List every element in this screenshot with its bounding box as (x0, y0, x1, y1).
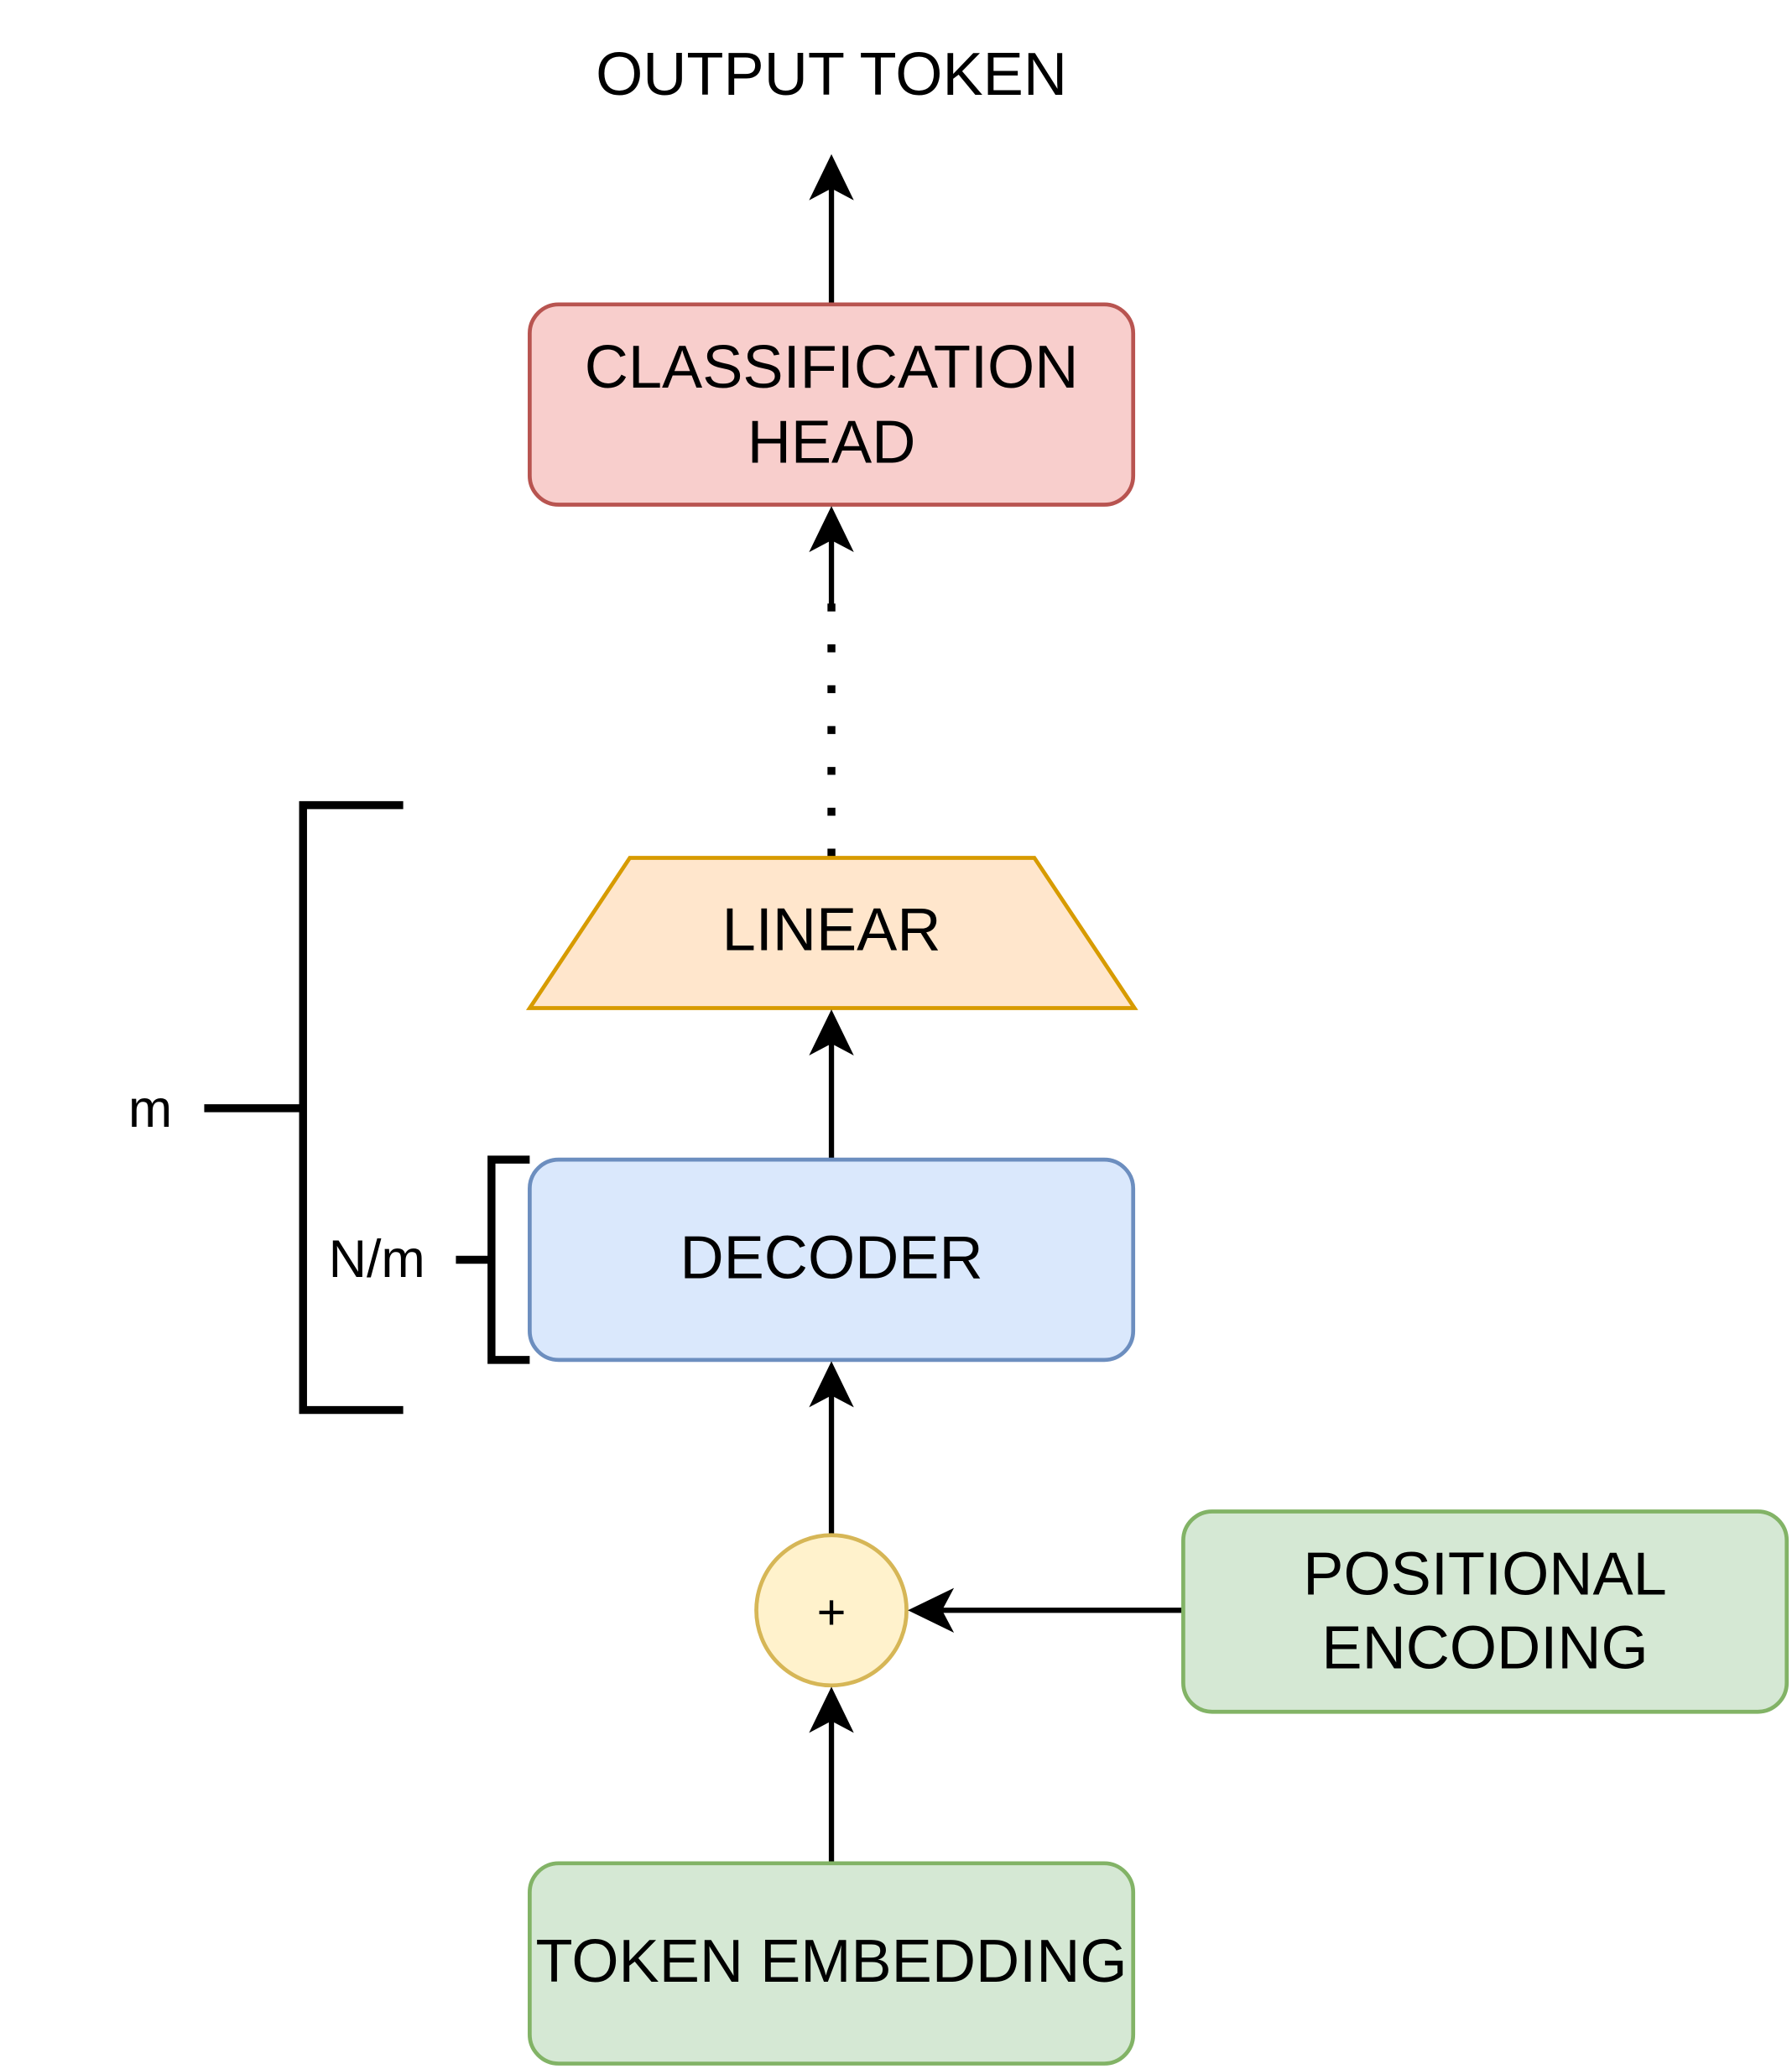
arrow-linear-to-head-dotted (809, 506, 854, 857)
decoder-label: DECODER (680, 1224, 982, 1291)
arrow-add-to-decoder (809, 1361, 854, 1535)
arrow-embedding-to-add (809, 1686, 854, 1863)
positional-encoding-label-line2: ENCODING (1321, 1614, 1648, 1681)
add-node: + (754, 1533, 909, 1688)
inner-bracket-label: N/m (329, 1230, 425, 1289)
decoder-block: DECODER (528, 1157, 1136, 1363)
classification-head-rect (528, 302, 1136, 507)
token-embedding-box: TOKEN EMBEDDING (528, 1861, 1136, 2066)
positional-encoding-rect (1181, 1509, 1789, 1714)
token-embedding-label: TOKEN EMBEDDING (536, 1928, 1128, 1995)
add-label: + (817, 1583, 847, 1639)
positional-encoding-box: POSITIONAL ENCODING (1181, 1509, 1789, 1714)
outer-bracket-label: m (128, 1080, 172, 1139)
inner-bracket: N/m (329, 1155, 530, 1364)
arrow-positional-to-add (908, 1587, 1184, 1633)
linear-trapezoid (525, 856, 1138, 1010)
outer-bracket: m (128, 800, 404, 1415)
decoder-rect (528, 1157, 1136, 1363)
token-embedding-rect (528, 1861, 1136, 2066)
classification-head-label-line1: CLASSIFICATION (585, 334, 1079, 401)
linear-layer: LINEAR (525, 856, 1138, 1010)
classification-head-label-line2: HEAD (748, 409, 916, 476)
arrow-decoder-to-linear (809, 1009, 854, 1159)
arrow-head-to-output (809, 154, 854, 304)
add-circle (754, 1533, 909, 1688)
classification-head-box: CLASSIFICATION HEAD (528, 302, 1136, 507)
output-token-label: OUTPUT TOKEN (596, 41, 1067, 108)
positional-encoding-label-line1: POSITIONAL (1303, 1540, 1667, 1608)
linear-label: LINEAR (722, 896, 941, 963)
